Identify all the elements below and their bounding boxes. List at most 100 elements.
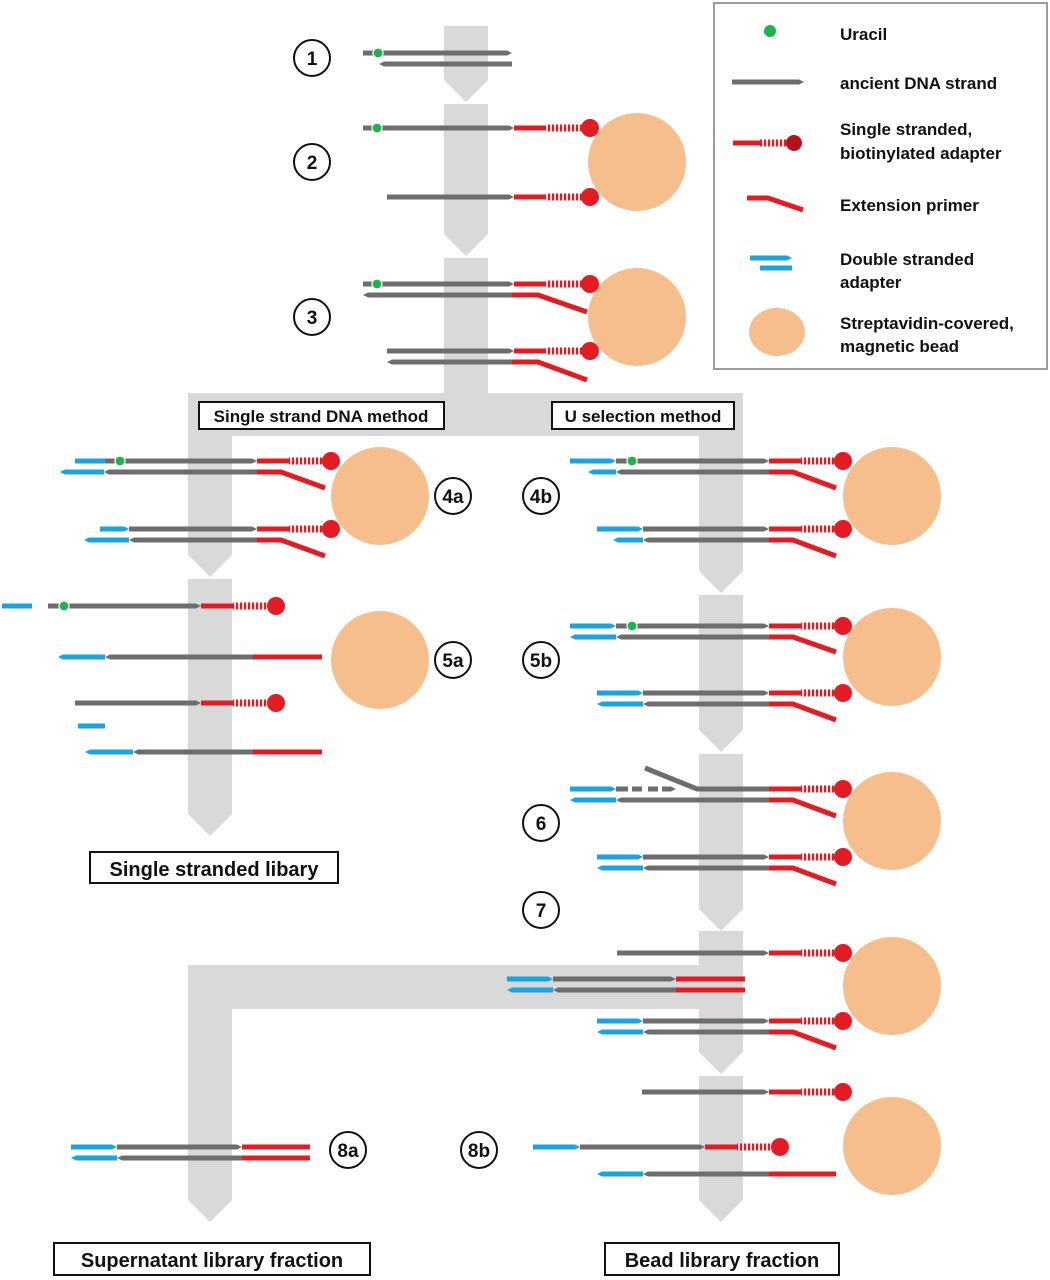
biotin-dot [581, 188, 599, 206]
bead-step4a [331, 447, 429, 545]
uracil-dot [114, 455, 126, 467]
dna-strand [616, 623, 769, 629]
dna-strand [133, 749, 253, 755]
svg-text:4b: 4b [530, 487, 552, 508]
blue-adapter [588, 469, 616, 475]
dna-strand [643, 701, 769, 707]
dna-strand [104, 469, 257, 475]
biotin-dot [834, 684, 852, 702]
step-8a-molecule [71, 1144, 310, 1161]
red-adapter [769, 1171, 836, 1177]
blue-adapter [71, 1144, 117, 1150]
biotin-linker [546, 347, 582, 355]
flow-arrow-2 [444, 104, 488, 256]
biotin-linker [801, 622, 835, 630]
dna-strand [616, 469, 769, 475]
blue-adapter [597, 701, 643, 707]
dna-strand [553, 976, 676, 982]
red-adapter [769, 854, 801, 860]
step-2-label: 2 [293, 143, 331, 181]
biotin-dot [834, 1012, 852, 1030]
dna-strand [363, 292, 512, 298]
blue-adapter [570, 458, 616, 464]
dna-strand [387, 194, 514, 200]
blue-adapter [507, 976, 553, 982]
dna-strand [616, 634, 769, 640]
legend-ds-bottom [760, 265, 792, 271]
dna-strand [129, 537, 257, 543]
red-adapter [769, 950, 801, 956]
legend-frame [713, 2, 1048, 370]
biotin-linker [546, 124, 582, 132]
step-4a-label: 4a [434, 477, 472, 515]
svg-text:5a: 5a [442, 651, 464, 672]
red-adapter [253, 749, 322, 755]
red-adapter [201, 603, 233, 609]
legend-ancient-label: ancient DNA strand [840, 74, 997, 93]
blue-adapter [570, 634, 616, 640]
blue-adapter [570, 786, 616, 792]
red-adapter [242, 1144, 310, 1150]
flow-arrow-3 [444, 258, 488, 395]
dna-strand [105, 654, 253, 660]
dna-strand [643, 526, 769, 532]
biotin-dot [834, 617, 852, 635]
legend: Uracil ancient DNA strand Single strande… [713, 2, 1048, 370]
step-5a-molecules [2, 597, 322, 755]
red-adapter [769, 690, 801, 696]
bead-step4b [843, 447, 941, 545]
legend-primer-icon [747, 195, 804, 213]
biotin-linker [233, 699, 268, 707]
svg-text:2: 2 [307, 153, 318, 174]
flow-arrow-right-4 [699, 436, 743, 593]
dna-strand [616, 797, 769, 803]
dna-strand [363, 50, 512, 56]
legend-ds-adapter-icon [750, 255, 792, 271]
biotin-dot [834, 780, 852, 798]
dna-gap-arrow [662, 786, 676, 792]
method-single-strand: Single strand DNA method [198, 401, 445, 430]
step-8b-molecules [533, 1083, 852, 1177]
output-bead-fraction: Bead library fraction [604, 1242, 840, 1276]
extension-primer [769, 865, 837, 887]
dna-strand [117, 1155, 242, 1161]
legend-bead-label-1: Streptavidin-covered, [840, 314, 1014, 333]
svg-text:4a: 4a [442, 487, 464, 508]
blue-adapter [613, 537, 643, 543]
extension-primer [257, 537, 326, 559]
svg-text:Single strand DNA method: Single strand DNA method [214, 407, 429, 426]
biotin-dot [834, 944, 852, 962]
biotin-dot [267, 694, 285, 712]
biotin-dot [322, 520, 340, 538]
red-adapter [253, 654, 322, 660]
flow-arrow-left-4 [188, 436, 232, 577]
flow-arrow-right-5 [699, 595, 743, 752]
svg-text:8b: 8b [468, 1141, 490, 1162]
bead-step2 [588, 113, 686, 211]
blue-adapter [597, 1018, 643, 1024]
biotin-linker [801, 853, 835, 861]
red-adapter [242, 1155, 310, 1161]
biotin-dot [834, 848, 852, 866]
svg-text:1: 1 [307, 49, 318, 70]
blue-adapter [597, 1171, 643, 1177]
biotin-linker [233, 602, 268, 610]
extension-primer [769, 469, 837, 491]
biotin-linker [801, 785, 835, 793]
dna-strand [616, 786, 628, 792]
svg-text:Bead library fraction: Bead library fraction [625, 1250, 820, 1272]
blue-adapter [597, 865, 643, 871]
red-adapter [769, 526, 801, 532]
step-1-molecule [363, 47, 512, 67]
output-labels: Single stranded libary Supernatant libra… [53, 851, 840, 1276]
blue-adapter [60, 469, 104, 475]
output-supernatant-fraction: Supernatant library fraction [53, 1242, 371, 1276]
dna-strand [75, 700, 201, 706]
biotin-dot [581, 342, 599, 360]
biotin-linker [546, 280, 582, 288]
uracil-dot [371, 122, 383, 134]
dna-strand [643, 854, 769, 860]
step-6-label: 6 [522, 804, 560, 842]
biotin-linker [801, 949, 835, 957]
biotin-linker [737, 1143, 772, 1151]
